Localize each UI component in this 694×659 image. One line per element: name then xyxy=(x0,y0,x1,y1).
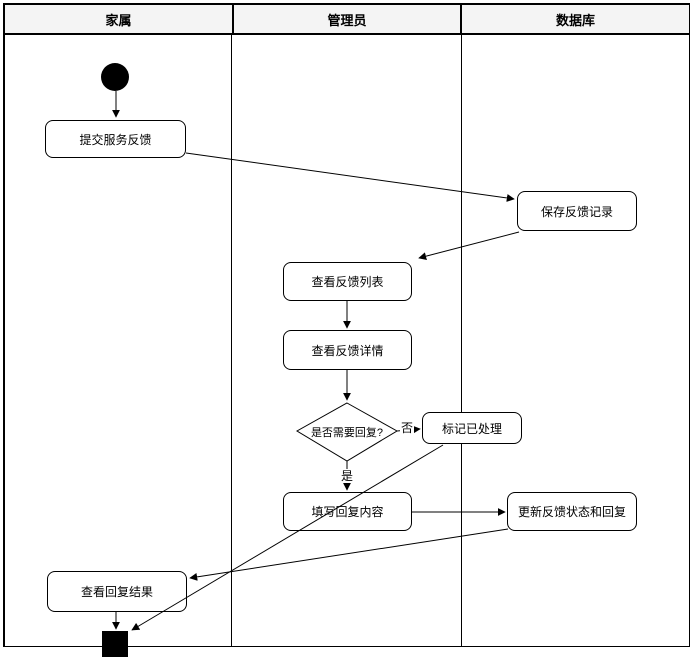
lane-divider-1 xyxy=(231,35,232,646)
activity-view-reply-result-label: 查看回复结果 xyxy=(80,585,153,599)
activity-view-feedback-detail[interactable]: 查看反馈详情 xyxy=(283,330,412,370)
activity-submit-feedback-label: 提交服务反馈 xyxy=(79,132,152,147)
activity-view-feedback-detail-label: 查看反馈详情 xyxy=(311,343,384,358)
activity-fill-reply-content-label: 填写回复内容 xyxy=(311,505,384,519)
activity-update-feedback-status[interactable]: 更新反馈状态和回复 xyxy=(507,492,637,531)
diagram-frame xyxy=(3,3,690,647)
activity-mark-processed[interactable]: 标记已处理 xyxy=(422,412,522,444)
activity-fill-reply-content[interactable]: 填写回复内容 xyxy=(283,492,412,531)
decision-yes-label: 是 xyxy=(340,469,355,483)
lane-header-admin-label: 管理员 xyxy=(327,12,367,28)
lane-header-admin: 管理员 xyxy=(232,5,462,35)
lane-divider-2 xyxy=(461,35,462,646)
activity-view-feedback-list-label: 查看反馈列表 xyxy=(311,275,384,289)
lane-header-database-label: 数据库 xyxy=(555,12,595,28)
decision-no-label: 否 xyxy=(400,421,415,435)
activity-save-feedback-record-label: 保存反馈记录 xyxy=(540,204,613,219)
lane-header-family-label: 家属 xyxy=(105,12,132,28)
decision-question-label: 是否需要回复? xyxy=(310,427,384,439)
activity-update-feedback-status-label: 更新反馈状态和回复 xyxy=(517,505,626,519)
lane-header-database: 数据库 xyxy=(462,5,689,35)
activity-view-feedback-list[interactable]: 查看反馈列表 xyxy=(283,262,412,301)
activity-save-feedback-record[interactable]: 保存反馈记录 xyxy=(517,191,637,231)
activity-mark-processed-label: 标记已处理 xyxy=(441,421,502,436)
lane-header-family: 家属 xyxy=(5,5,232,35)
activity-view-reply-result[interactable]: 查看回复结果 xyxy=(47,571,187,612)
activity-submit-feedback[interactable]: 提交服务反馈 xyxy=(45,120,186,158)
end-node[interactable] xyxy=(102,631,128,657)
start-node[interactable] xyxy=(101,63,129,91)
